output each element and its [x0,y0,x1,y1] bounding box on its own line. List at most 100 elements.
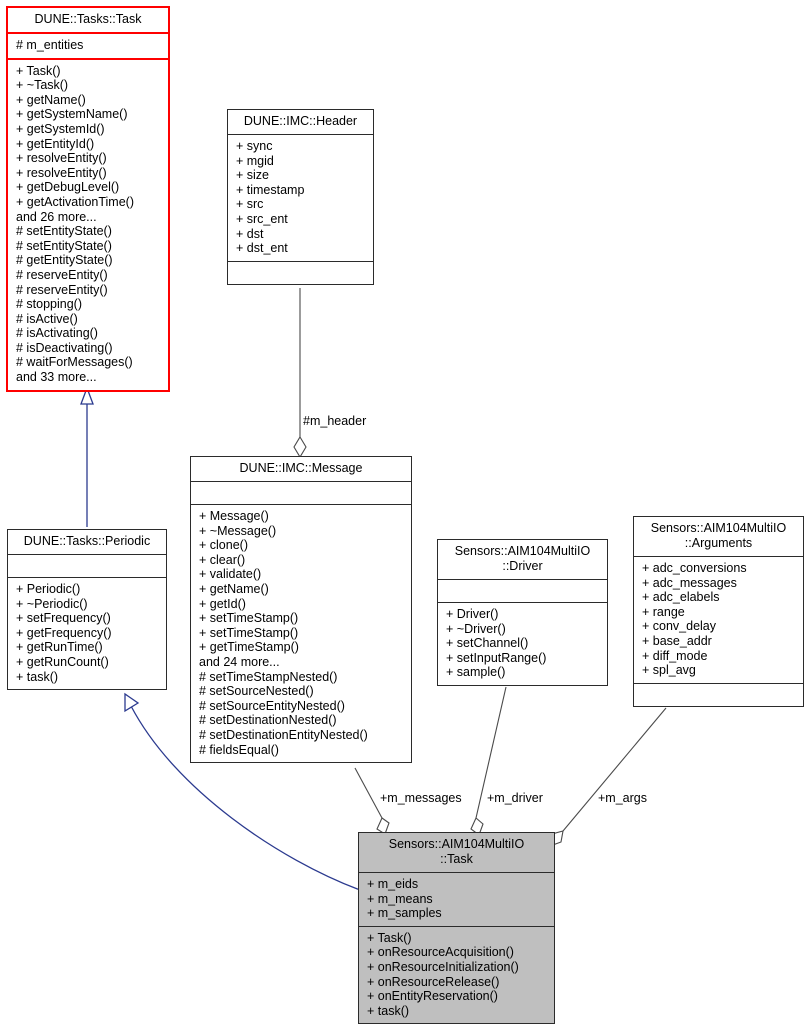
class-member: + onResourceInitialization() [367,959,519,974]
class-member: # m_entities [16,38,84,52]
class-member: + ~Message() [199,523,277,538]
class-member: + task() [367,1003,410,1018]
class-attrs-dune-tasks-periodic [8,555,166,578]
class-attrs-dune-imc-header: + sync + mgid + size + timestamp + src +… [228,135,373,262]
class-member: + size [236,168,270,183]
class-member: + onResourceAcquisition() [367,945,514,960]
class-member: + dst_ent [236,241,288,256]
class-title-dune-imc-header: DUNE::IMC::Header [228,110,373,135]
class-title-dune-tasks-task: DUNE::Tasks::Task [8,8,168,34]
class-attrs-dune-imc-message [191,482,411,505]
class-member: + resolveEntity() [16,165,107,180]
class-member: + getName() [199,581,269,596]
class-member: + src [236,197,264,212]
edge-periodic-inherits-task [80,386,94,527]
class-ops-dune-imc-header [228,262,373,284]
class-box-dune-imc-message[interactable]: DUNE::IMC::Message + Message() + ~Messag… [190,456,412,764]
class-member: and 24 more... [199,654,280,669]
class-member: # setTimeStampNested() [199,669,338,684]
edge-task-driver [470,686,507,836]
class-attrs-aim104-task: + m_eids + m_means + m_samples [359,873,554,927]
class-member: # isActive() [16,311,78,326]
class-member: + getDebugLevel() [16,180,120,195]
class-box-aim104-arguments[interactable]: Sensors::AIM104MultiIO ::Arguments + adc… [633,516,804,707]
class-member: + ~Task() [16,78,69,93]
class-member: + Task() [367,930,412,945]
class-member: + getId() [199,596,246,611]
class-member: + onEntityReservation() [367,989,498,1004]
class-member: # setDestinationEntityNested() [199,727,368,742]
edge-label-m-header: #m_header [303,414,367,428]
class-member: # setSourceNested() [199,684,314,699]
class-box-dune-tasks-periodic[interactable]: DUNE::Tasks::Periodic + Periodic() + ~Pe… [7,529,167,691]
class-member: # reserveEntity() [16,267,108,282]
class-box-dune-tasks-task[interactable]: DUNE::Tasks::Task # m_entities + Task() … [6,6,170,392]
class-member: + setInputRange() [446,650,547,665]
class-member: + getActivationTime() [16,194,134,209]
class-member: # setEntityState() [16,238,112,253]
class-member: # stopping() [16,297,83,312]
class-member: # setDestinationNested() [199,713,337,728]
class-member: + setChannel() [446,636,529,651]
class-member: + adc_elabels [642,590,720,605]
class-member: + setTimeStamp() [199,625,299,640]
class-member: + getEntityId() [16,136,95,151]
class-member: + diff_mode [642,648,708,663]
class-member: + validate() [199,567,262,582]
class-member: # setEntityState() [16,224,112,239]
class-member: # waitForMessages() [16,355,133,370]
class-member: + timestamp [236,182,305,197]
class-title-aim104-task: Sensors::AIM104MultiIO ::Task [359,833,554,873]
class-member: + getFrequency() [16,625,112,640]
class-attrs-aim104-driver [438,580,607,603]
class-ops-aim104-task: + Task() + onResourceAcquisition() + onR… [359,927,554,1024]
class-attrs-dune-tasks-task: # m_entities [8,34,168,60]
class-member: + sync [236,139,273,153]
class-member: + getSystemName() [16,107,128,122]
class-member: + range [642,604,685,619]
class-box-dune-imc-header[interactable]: DUNE::IMC::Header + sync + mgid + size +… [227,109,374,285]
edge-label-m-messages: +m_messages [380,791,462,805]
class-member: + Task() [16,63,61,78]
class-member: + Message() [199,509,269,523]
class-member: + setTimeStamp() [199,611,299,626]
class-member: # fieldsEqual() [199,742,279,757]
class-member: + ~Driver() [446,621,506,636]
class-member: # isActivating() [16,326,98,341]
class-ops-dune-tasks-periodic: + Periodic() + ~Periodic() + setFrequenc… [8,578,166,689]
class-attrs-aim104-arguments: + adc_conversions + adc_messages + adc_e… [634,557,803,684]
class-member: + base_addr [642,633,712,648]
class-member: + m_eids [367,877,419,891]
class-member: # getEntityState() [16,253,113,268]
class-member: + onResourceRelease() [367,974,500,989]
class-member: + Driver() [446,607,499,621]
class-ops-dune-imc-message: + Message() + ~Message() + clone() + cle… [191,505,411,762]
class-member: + clone() [199,538,248,553]
class-title-dune-imc-message: DUNE::IMC::Message [191,457,411,482]
class-member: + dst [236,226,264,241]
class-member: + Periodic() [16,582,81,596]
class-member: # setSourceEntityNested() [199,698,345,713]
class-member: + sample() [446,665,506,680]
class-member: and 26 more... [16,209,97,224]
class-member: + task() [16,669,59,684]
class-member: + adc_conversions [642,561,747,575]
class-member: + getSystemId() [16,121,105,136]
class-member: + getName() [16,92,86,107]
class-ops-aim104-driver: + Driver() + ~Driver() + setChannel() + … [438,603,607,685]
edge-task-args [549,707,667,847]
class-member: + clear() [199,552,246,567]
edge-label-m-driver: +m_driver [487,791,543,805]
class-ops-dune-tasks-task: + Task() + ~Task() + getName() + getSyst… [8,60,168,390]
class-title-aim104-driver: Sensors::AIM104MultiIO ::Driver [438,540,607,580]
class-member: + conv_delay [642,619,717,634]
class-title-dune-tasks-periodic: DUNE::Tasks::Periodic [8,530,166,555]
edge-message-header [293,288,307,459]
class-member: + m_means [367,891,433,906]
class-member: + mgid [236,153,274,168]
class-box-aim104-task[interactable]: Sensors::AIM104MultiIO ::Task + m_eids +… [358,832,555,1025]
class-member: # isDeactivating() [16,340,113,355]
class-member: + adc_messages [642,575,737,590]
class-box-aim104-driver[interactable]: Sensors::AIM104MultiIO ::Driver + Driver… [437,539,608,686]
